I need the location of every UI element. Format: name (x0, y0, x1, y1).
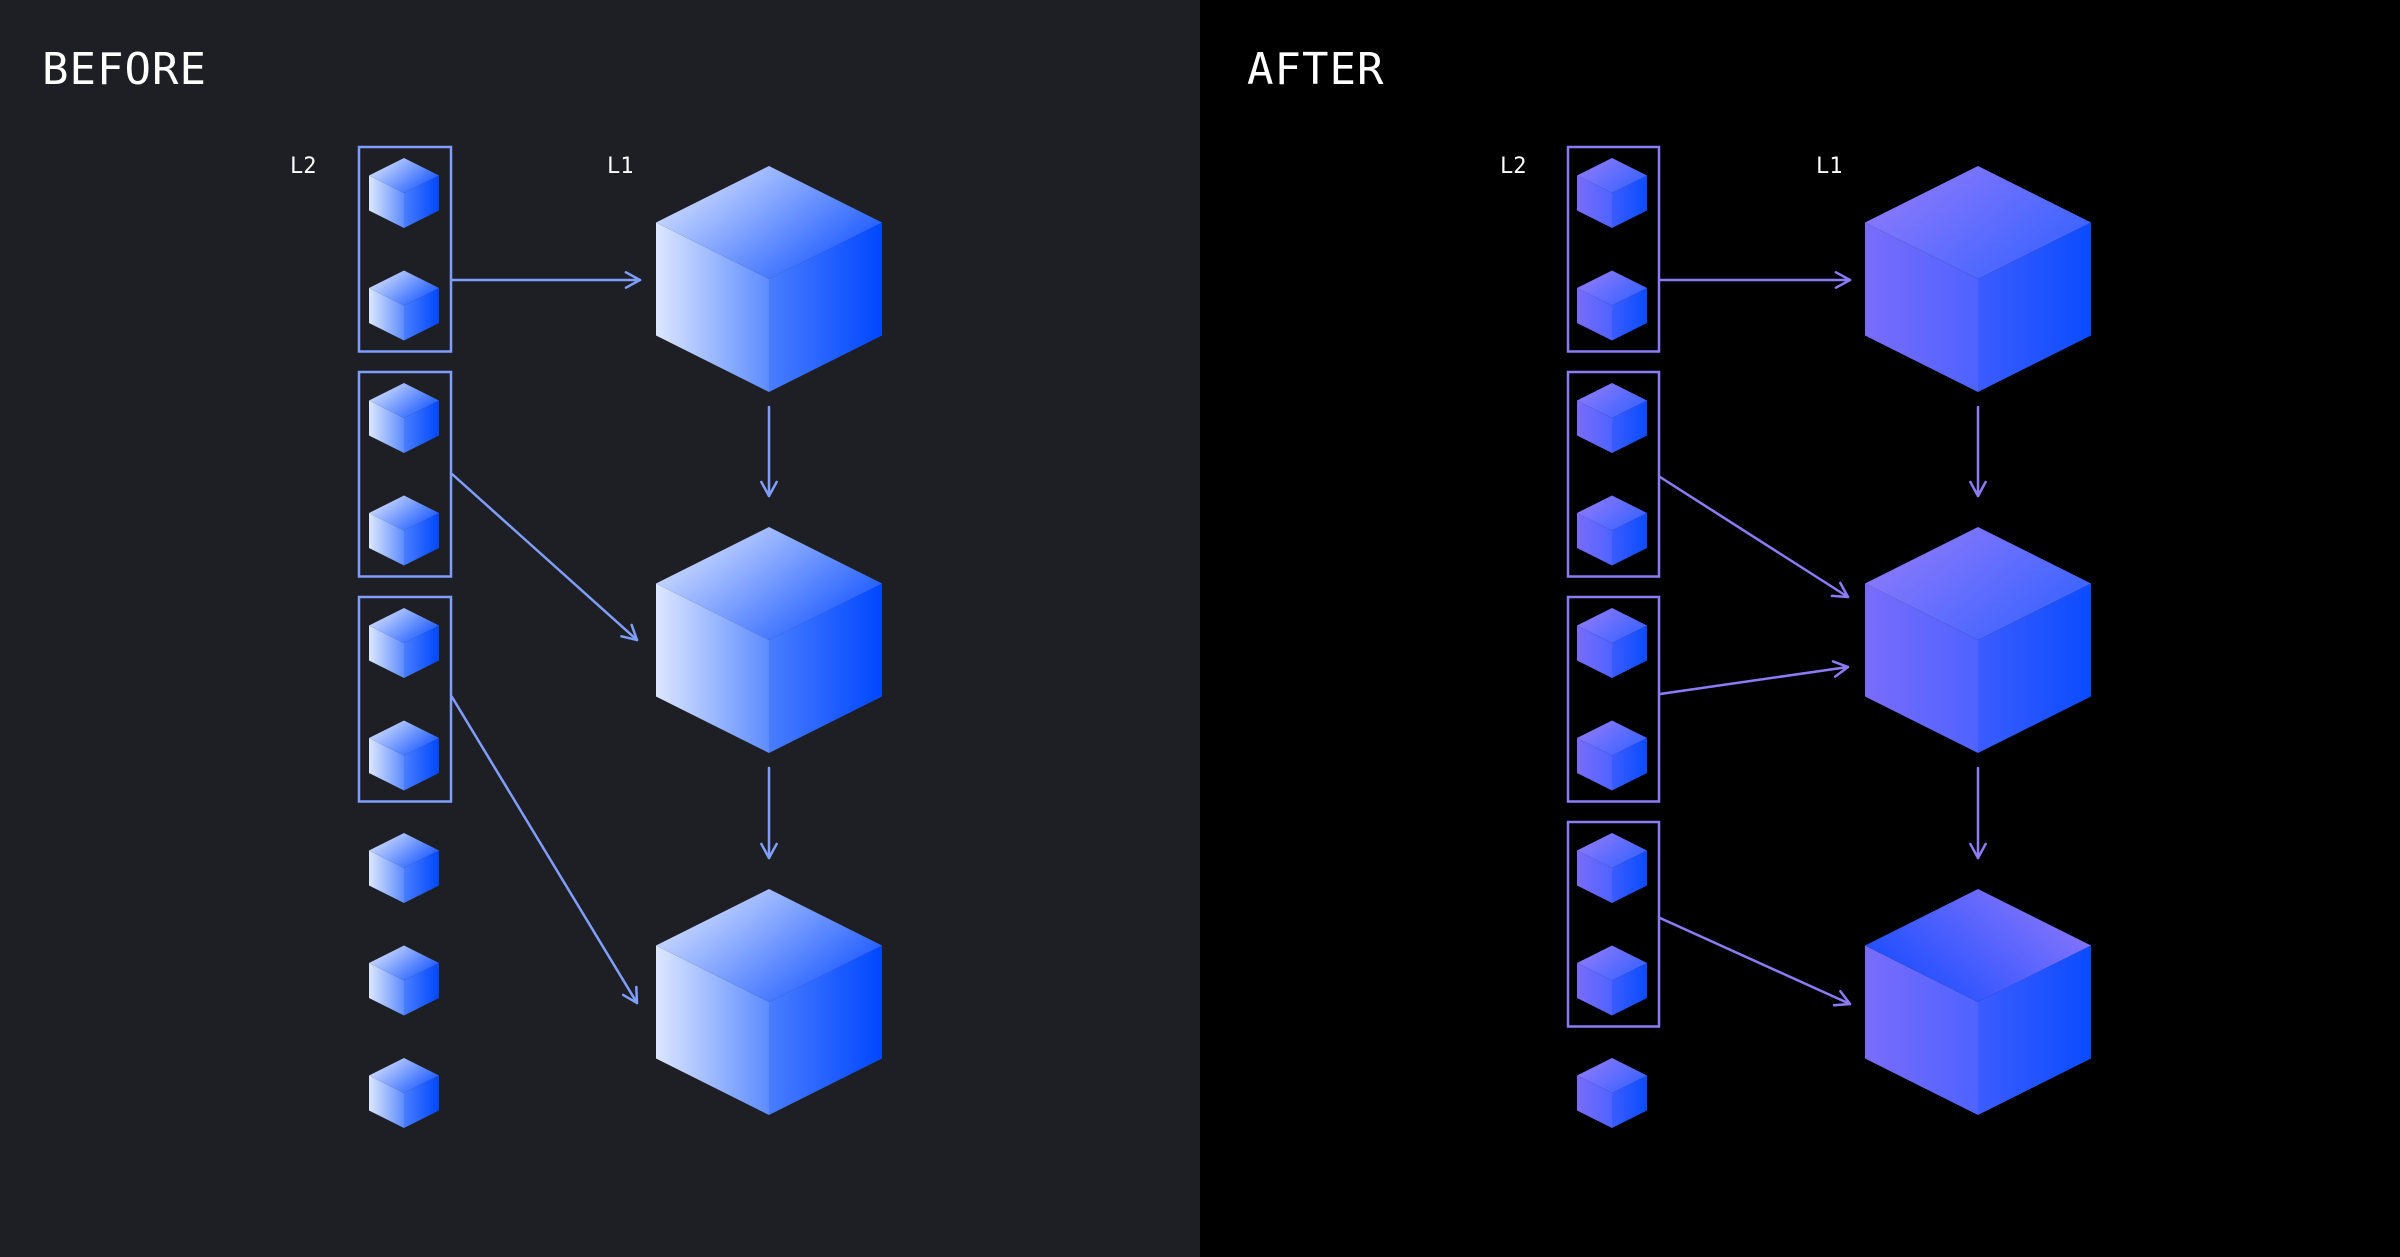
l2-to-l1-arrow (1658, 916, 1852, 1007)
cube-top-face (1577, 495, 1647, 531)
cube-top-face (656, 889, 882, 1002)
cube-top-face (1577, 1058, 1647, 1093)
before-panel-title: BEFORE (42, 44, 207, 95)
arrow-head (1834, 271, 1852, 289)
cube-top-face (1577, 270, 1647, 306)
cube-top-face (369, 833, 439, 868)
arrow-head (624, 271, 642, 289)
cube-top-face (369, 270, 439, 306)
cube-top-face (1577, 833, 1647, 868)
cube-top-face (1865, 166, 2091, 279)
before-panel-background (0, 0, 1200, 1257)
arrow-head (1969, 480, 1987, 498)
cube-top-face (656, 527, 882, 640)
l1-cube (1865, 889, 2091, 1115)
l2-cube (1577, 833, 1647, 903)
arrow-head (1832, 989, 1852, 1007)
l2-level-label: L2 (1500, 154, 1527, 179)
arrow-head (621, 985, 639, 1005)
l1-cube (656, 527, 882, 753)
cube-top-face (369, 608, 439, 643)
l2-cube (369, 383, 439, 453)
l2-group-box (357, 145, 453, 353)
cube-top-face (1865, 889, 2091, 1002)
l2-to-l1-arrow (1658, 475, 1850, 599)
l1-flow-arrow (1969, 405, 1987, 498)
cube-top-face (1577, 945, 1647, 981)
l2-cube (369, 1058, 439, 1128)
arrow-head (760, 842, 778, 860)
l2-cube (1577, 158, 1647, 228)
l2-group-box (1566, 370, 1661, 578)
l2-level-label: L2 (290, 154, 317, 179)
cube-top-face (1865, 527, 2091, 640)
l1-cube (656, 889, 882, 1115)
l2-cube (369, 720, 439, 791)
cube-top-face (369, 495, 439, 531)
l1-flow-arrow (760, 766, 778, 860)
l2-cube (1577, 383, 1647, 453)
l2-cube (369, 945, 439, 1016)
arrow-head (620, 623, 639, 642)
l1-flow-arrow (1969, 766, 1987, 860)
l2-to-l1-arrow (1658, 271, 1852, 289)
cube-top-face (369, 1058, 439, 1093)
l1-cube (1865, 166, 2091, 392)
l2-group-box (1566, 595, 1661, 803)
after-panel-background (1200, 0, 2400, 1257)
cube-top-face (369, 383, 439, 418)
cube-top-face (369, 945, 439, 981)
l2-cube (369, 833, 439, 903)
before-panel: BEFORE L2 L1 (42, 44, 882, 1128)
l2-cube (369, 495, 439, 566)
l2-cube (1577, 608, 1647, 678)
cube-top-face (369, 158, 439, 193)
l2-group-box (357, 595, 453, 803)
l2-cube (1577, 720, 1647, 791)
after-panel: AFTER L2 L1 (1247, 44, 2091, 1128)
arrow-head (1969, 842, 1987, 860)
l2-cube (369, 158, 439, 228)
l2-cube (1577, 495, 1647, 566)
l2-cube (1577, 945, 1647, 1016)
arrow-head (1831, 660, 1850, 678)
l2-cube (369, 270, 439, 341)
l2-group-box (1566, 145, 1661, 353)
cube-top-face (1577, 720, 1647, 756)
l2-to-l1-arrow (450, 271, 642, 289)
l2-cube (369, 608, 439, 678)
l2-to-l1-arrow (450, 472, 639, 642)
l2-to-l1-arrow (450, 695, 639, 1005)
after-panel-title: AFTER (1247, 44, 1384, 95)
cube-top-face (1577, 608, 1647, 643)
cube-top-face (656, 166, 882, 279)
cube-top-face (1577, 383, 1647, 418)
l1-level-label: L1 (1816, 154, 1843, 179)
l2-to-l1-arrow (1658, 660, 1850, 696)
l1-cube (656, 166, 882, 392)
l2-group-box (1566, 820, 1661, 1028)
l1-level-label: L1 (607, 154, 634, 179)
cube-top-face (1577, 158, 1647, 193)
l1-flow-arrow (760, 405, 778, 498)
l2-cube (1577, 1058, 1647, 1128)
arrow-head (1830, 581, 1850, 599)
l1-cube (1865, 527, 2091, 753)
l2-cube (1577, 270, 1647, 341)
arrow-head (760, 480, 778, 498)
cube-top-face (369, 720, 439, 756)
